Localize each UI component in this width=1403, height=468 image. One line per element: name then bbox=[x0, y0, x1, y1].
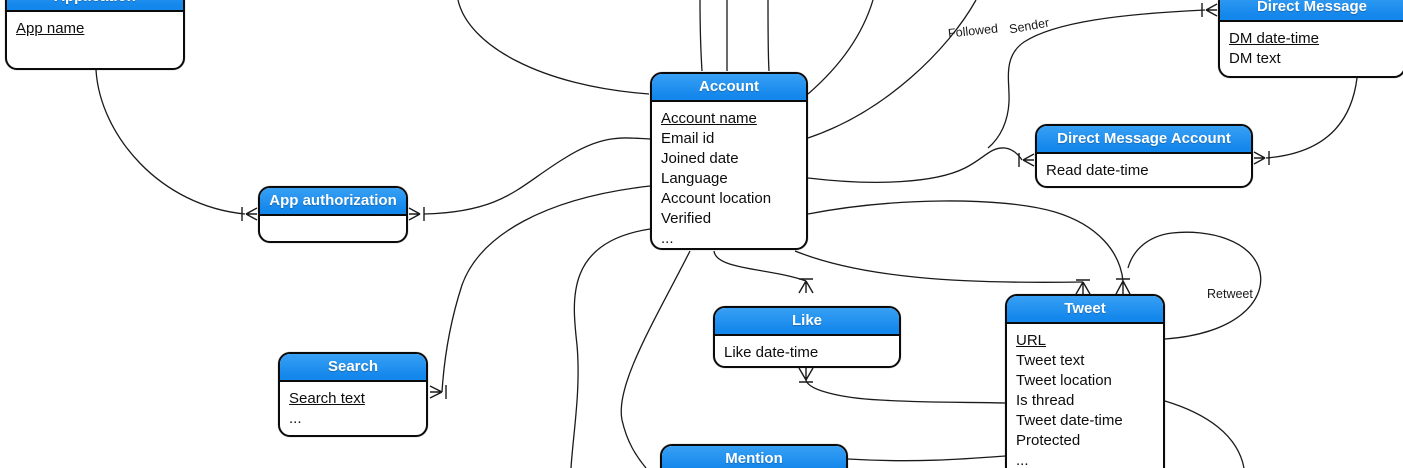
crows-foot-appauth-left bbox=[241, 207, 258, 221]
connector-account-tweet-1 bbox=[794, 250, 1084, 284]
crows-foot-like-bottom bbox=[798, 367, 814, 383]
entity-like-title: Like bbox=[715, 308, 899, 336]
entity-search[interactable]: Search Search text... bbox=[278, 352, 428, 437]
entity-attribute: Read date-time bbox=[1046, 162, 1149, 179]
connector-account-tweet-2 bbox=[807, 200, 1124, 282]
entity-attribute: Language bbox=[661, 170, 728, 187]
crows-foot-tweet-top-2 bbox=[1115, 278, 1131, 295]
crows-foot-appauth-right bbox=[408, 207, 425, 221]
connector-top-account-3 bbox=[767, 0, 770, 72]
connector-sender-dm bbox=[987, 9, 1206, 149]
entity-attribute: Account location bbox=[661, 190, 772, 207]
connector-top-account-1 bbox=[699, 0, 703, 72]
entity-attribute: Search text bbox=[289, 390, 365, 407]
connector-account-mention-area bbox=[620, 250, 691, 468]
entity-account-title: Account bbox=[652, 74, 806, 102]
crows-foot-like-top bbox=[798, 278, 814, 294]
entity-search-title: Search bbox=[280, 354, 426, 382]
connector-mention-tweet bbox=[847, 455, 1006, 462]
relationship-label-retweet: Retweet bbox=[1207, 287, 1253, 301]
entity-app-authorization-title: App authorization bbox=[260, 188, 406, 216]
entity-attribute: Account name bbox=[661, 110, 757, 127]
entity-attribute: Protected bbox=[1016, 432, 1081, 449]
entity-attribute: App name bbox=[16, 20, 85, 37]
entity-tweet-title: Tweet bbox=[1007, 296, 1163, 324]
entity-attribute: Verified bbox=[661, 210, 712, 227]
entity-attribute: Like date-time bbox=[724, 344, 819, 361]
entity-attribute: ... bbox=[661, 230, 674, 247]
connector-application-appauth bbox=[95, 69, 246, 215]
entity-search-attributes: Search text... bbox=[280, 382, 426, 433]
entity-direct-message[interactable]: Direct Message DM date-time DM text bbox=[1218, 0, 1403, 78]
entity-direct-message-account-attributes: Read date-time bbox=[1037, 154, 1251, 185]
entity-direct-message-account[interactable]: Direct Message Account Read date-time bbox=[1035, 124, 1253, 188]
connector-followed-arc bbox=[807, 0, 977, 139]
entity-attribute: Joined date bbox=[661, 150, 739, 167]
connector-account-bottomleft bbox=[570, 228, 651, 468]
connector-account-dmaccount bbox=[807, 147, 1023, 183]
connector-appauth-account bbox=[423, 137, 651, 215]
entity-like-attributes: Like date-time bbox=[715, 336, 899, 366]
entity-attribute: ... bbox=[289, 410, 302, 427]
connector-follower-arc bbox=[807, 0, 874, 95]
entity-attribute: Tweet location bbox=[1016, 372, 1112, 389]
entity-attribute: Tweet text bbox=[1016, 352, 1085, 369]
entity-attribute: Tweet date-time bbox=[1016, 412, 1123, 429]
entity-attribute: Is thread bbox=[1016, 392, 1075, 409]
entity-attribute: URL bbox=[1016, 332, 1047, 349]
crows-foot-dmaccount-right bbox=[1253, 151, 1270, 165]
entity-direct-message-attributes: DM date-time DM text bbox=[1220, 22, 1403, 73]
connector-tweet-bottom bbox=[1164, 400, 1245, 468]
entity-application[interactable]: Application App name bbox=[5, 0, 185, 70]
connector-dm-dmaccount bbox=[1265, 77, 1358, 159]
entity-attribute: Email id bbox=[661, 130, 715, 147]
entity-application-title: Application bbox=[7, 0, 183, 12]
crows-foot-search-right bbox=[429, 385, 447, 399]
entity-app-authorization[interactable]: App authorization bbox=[258, 186, 408, 243]
connector-like-tweet bbox=[805, 379, 1006, 404]
entity-direct-message-account-title: Direct Message Account bbox=[1037, 126, 1251, 154]
entity-attribute: ... bbox=[1016, 452, 1029, 468]
crows-foot-dm-left bbox=[1201, 3, 1218, 17]
entity-app-authorization-attributes bbox=[260, 216, 406, 227]
connector-account-search bbox=[441, 185, 651, 393]
entity-attribute: DM text bbox=[1229, 50, 1281, 67]
entity-like[interactable]: Like Like date-time bbox=[713, 306, 901, 368]
entity-mention-title: Mention bbox=[662, 446, 846, 468]
entity-direct-message-title: Direct Message bbox=[1220, 0, 1403, 22]
crows-foot-dmaccount-left bbox=[1018, 153, 1035, 167]
connector-retweet-loop bbox=[1127, 231, 1262, 340]
entity-mention[interactable]: Mention bbox=[660, 444, 848, 468]
connector-topleft-account bbox=[457, 0, 650, 95]
crows-foot-tweet-top-1 bbox=[1075, 279, 1091, 295]
entity-application-attributes: App name bbox=[7, 12, 183, 43]
entity-attribute: DM date-time bbox=[1229, 30, 1320, 47]
connector-account-like bbox=[713, 250, 807, 282]
